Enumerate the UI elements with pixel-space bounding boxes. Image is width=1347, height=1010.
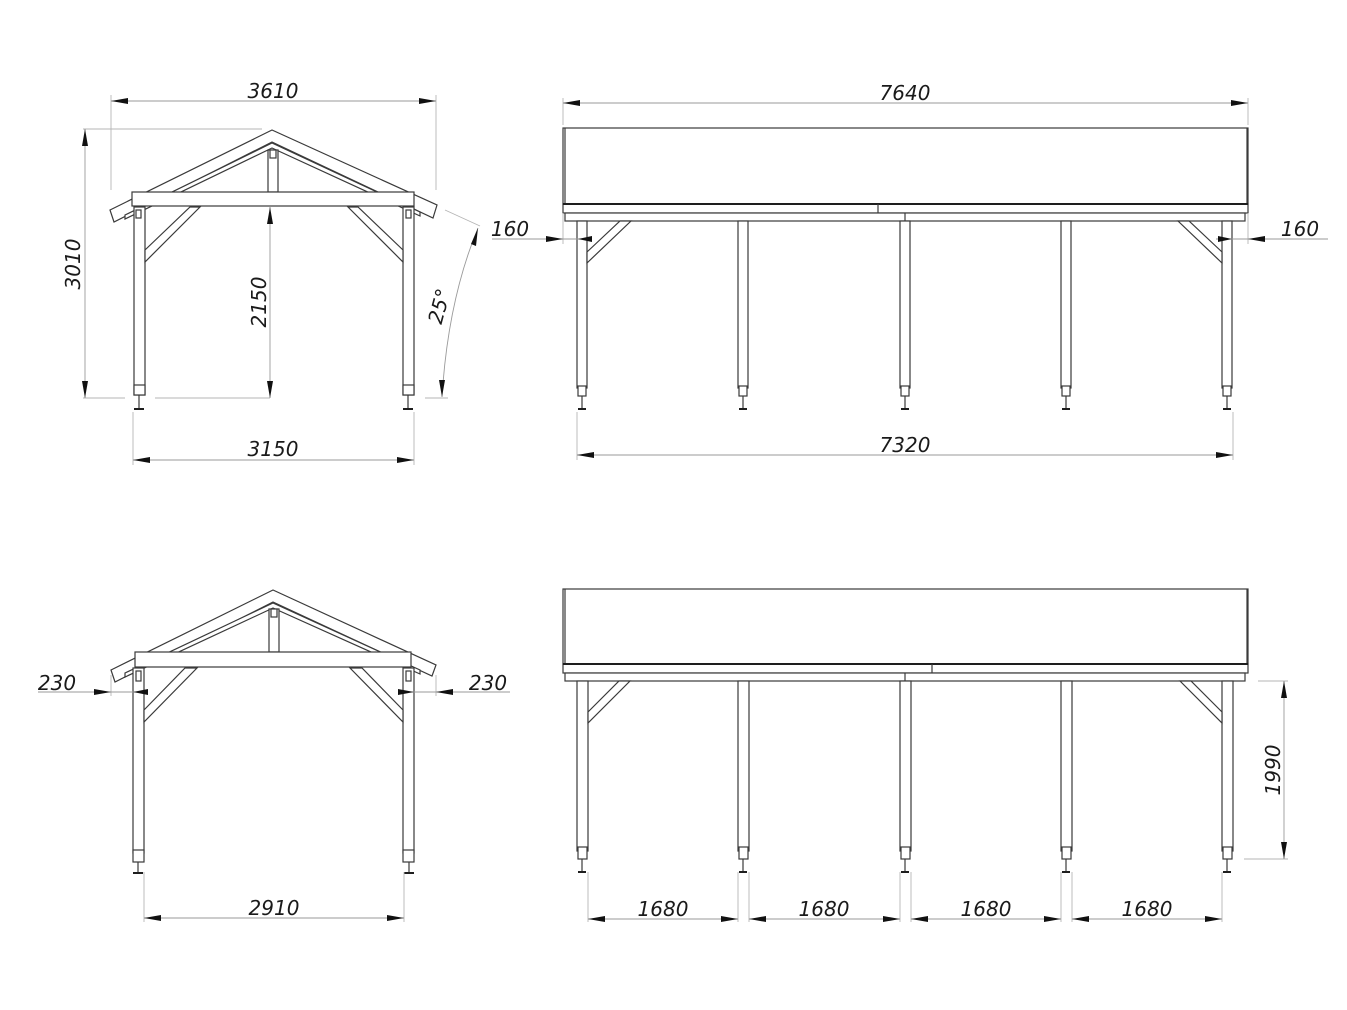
dimension-label: 160 [1281,217,1319,241]
post-left [132,667,145,854]
post-foot-right [402,384,415,396]
roof-inner-rafter [124,602,421,678]
post-notch-left [135,670,142,682]
brace-left [143,667,199,724]
dimension-total-height: 3010 [61,128,262,399]
roof-panel [562,127,1249,205]
post-right [402,206,415,396]
king-post-notch [269,149,277,159]
dimension-label: 7320 [880,433,931,457]
dimension-label: 3150 [248,437,299,461]
dimension-label: 1680 [638,897,689,921]
brace-left [586,220,633,265]
dimension-label: 230 [38,671,76,695]
post-notch-right [405,209,412,219]
brace-left [587,680,632,725]
dimension-overhang-right: 230 [398,671,510,696]
dimension-label: 3610 [248,79,299,103]
dimension-label: 1680 [799,897,850,921]
dimension-clear-height: 2150 [155,207,273,399]
dimension-inner-span: 2910 [143,872,405,922]
dimension-overhang-left: 230 [38,671,148,696]
front-elevation-top: 3610 3010 2150 25° [61,79,481,465]
front-elevation-bottom: 230 230 2910 [38,589,510,922]
dimension-label: 1680 [1122,897,1173,921]
roof-rafter [110,589,437,683]
dimension-post-span: 7320 [576,412,1234,460]
dimension-roof-width: 3610 [110,79,437,190]
roof-panel [562,588,1249,665]
post-row [576,680,1234,873]
side-elevation-top: 7640 160 160 7320 [491,81,1328,460]
dimension-label: 3010 [61,239,85,290]
fascia-board [562,663,1249,674]
dimension-label: 2150 [247,277,271,328]
brace-right [346,206,404,264]
dimension-label: 25° [423,286,455,326]
brace-right [348,667,404,724]
dimension-bays: 1680 1680 1680 1680 [587,872,1223,922]
post-foot-left [133,384,146,396]
dimension-label: 7640 [880,81,931,105]
king-post-notch [270,608,278,618]
tie-beam [131,191,415,207]
dimension-roof-pitch: 25° [423,209,481,399]
brace-left [144,206,202,264]
post-left [133,206,146,396]
dimension-label: 160 [491,217,529,241]
dimension-label: 1680 [961,897,1012,921]
dimension-label: 230 [469,671,507,695]
tie-beam [134,651,412,668]
post-foot-right [402,849,415,863]
side-elevation-bottom: 1990 1680 1680 1680 1680 [562,588,1288,922]
post-foot-left [132,849,145,863]
post-row [576,220,1233,410]
post-notch-left [135,209,142,219]
dimension-post-height: 1990 [1244,680,1288,860]
fascia-board [562,203,1249,214]
brace-right [1178,680,1223,725]
roof-rafter [109,129,438,223]
roof-inner-rafter [124,142,421,220]
dimension-overhang-left: 160 [491,213,592,244]
brace-right [1176,220,1223,265]
dimension-label: 2910 [249,896,300,920]
dimension-label: 1990 [1261,745,1285,796]
dimension-overhang-right: 160 [1216,213,1328,244]
dimension-roof-length: 7640 [562,81,1249,125]
post-notch-right [405,670,412,682]
post-right [402,667,415,854]
dimension-post-span: 3150 [132,412,415,465]
